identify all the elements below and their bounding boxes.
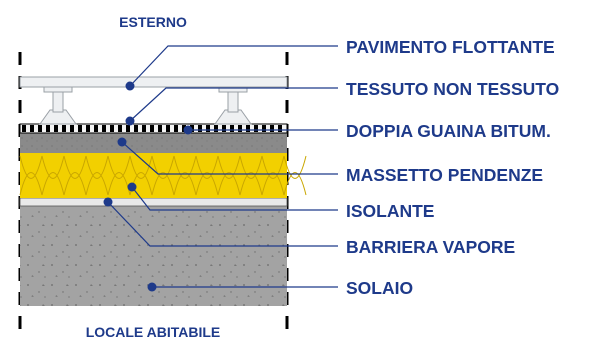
label-tessuto-non-tessuto: TESSUTO NON TESSUTO	[346, 79, 559, 99]
pedestal	[214, 86, 252, 125]
pedestal	[39, 86, 77, 125]
label-massetto-pendenze: MASSETTO PENDENZE	[346, 165, 543, 185]
slab-layer	[20, 206, 287, 306]
bituminous-membrane-layer	[19, 123, 288, 134]
screed-layer	[20, 133, 287, 153]
leader-dots	[103, 81, 193, 292]
leader-lines	[107, 45, 338, 288]
label-solaio: SOLAIO	[346, 278, 413, 298]
vapour-barrier-layer	[19, 197, 288, 207]
label-pavimento-flottante: PAVIMENTO FLOTTANTE	[346, 37, 555, 57]
label-barriera-vapore: BARRIERA VAPORE	[346, 237, 515, 257]
leader-isolante	[131, 186, 338, 211]
leader-barriera	[107, 201, 338, 247]
pedestals	[39, 86, 252, 125]
leader-massetto	[121, 141, 338, 175]
floating-deck-layer	[19, 76, 288, 88]
bottom-title: LOCALE ABITABILE	[86, 324, 221, 340]
top-title: ESTERNO	[119, 14, 187, 30]
insulation-layer	[19, 153, 307, 198]
layer-labels: PAVIMENTO FLOTTANTE TESSUTO NON TESSUTO …	[346, 37, 559, 298]
leader-tessuto	[129, 87, 338, 122]
label-isolante: ISOLANTE	[346, 201, 434, 221]
leader-pavimento	[129, 45, 338, 87]
label-doppia-guaina: DOPPIA GUAINA BITUM.	[346, 121, 551, 141]
